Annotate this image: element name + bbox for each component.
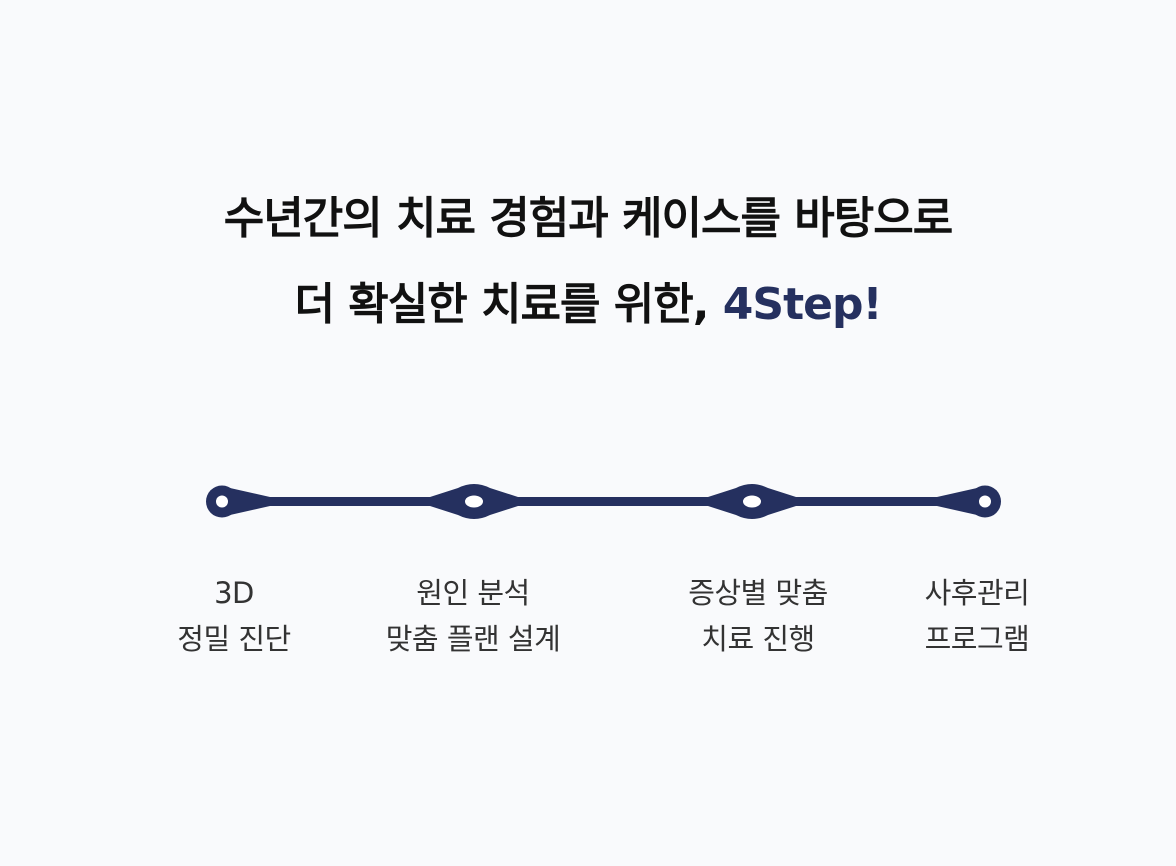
step-node-2 <box>430 484 518 519</box>
step-title: 사후관리 <box>924 576 1030 610</box>
step-node-3 <box>708 484 796 519</box>
step-subtitle: 프로그램 <box>924 622 1030 656</box>
headline-line-2: 더 확실한 치료를 위한, 4Step! <box>0 268 1176 332</box>
step-title: 3D <box>214 576 254 610</box>
step-title: 증상별 맞춤 <box>688 576 828 610</box>
headline-prefix: 더 확실한 치료를 위한, <box>294 279 723 330</box>
step-title: 원인 분석 <box>416 576 530 610</box>
step-subtitle: 치료 진행 <box>701 622 815 656</box>
headline-accent: 4Step! <box>722 279 883 330</box>
step-node-1 <box>206 485 270 518</box>
step-subtitle: 맞춤 플랜 설계 <box>385 622 561 656</box>
timeline-line <box>222 497 985 506</box>
step-subtitle: 정밀 진단 <box>177 622 291 656</box>
step-label-1: 3D 정밀 진단 <box>104 570 364 662</box>
headline-line-1: 수년간의 치료 경험과 케이스를 바탕으로 <box>223 193 953 244</box>
step-node-4 <box>937 485 1001 518</box>
step-timeline <box>206 484 1001 519</box>
